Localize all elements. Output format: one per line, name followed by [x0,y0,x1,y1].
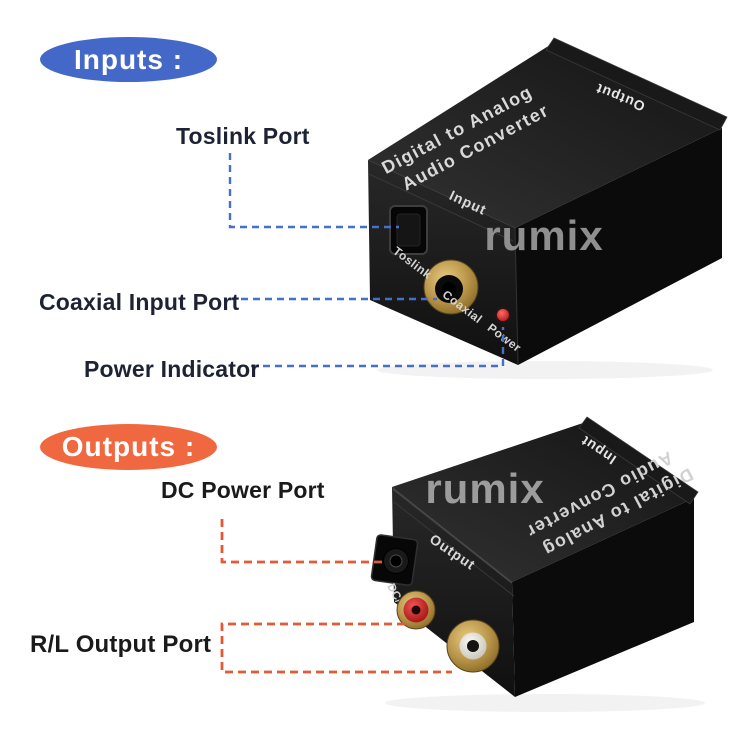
toslink-callout-line [228,153,399,229]
power-indicator-callout-label: Power Indicator [84,356,260,382]
device-shadow [385,694,705,712]
coaxial-input-callout-label: Coaxial Input Port [39,289,240,315]
watermark-top: rumix [484,212,603,259]
dc-callout-line [220,519,382,564]
power-callout-line [251,327,505,368]
corner-bevel [514,227,519,366]
rca-white-port [446,619,500,673]
inputs-badge: Inputs : [40,37,217,82]
toslink-port-callout-label: Toslink Port [176,123,310,149]
dc-power-port [370,534,419,586]
rl-callout-bracket [220,622,452,674]
rl-output-callout-label: R/L Output Port [30,631,212,658]
device-right-face [515,128,722,365]
input-callout-lines [228,153,505,368]
device-rear-edge-bar [578,416,699,505]
device-front-view: Digital to AnalogAudio Converter Output … [368,37,728,379]
toslink-port [389,205,428,255]
device-rear-edge-bar [545,37,728,131]
dc-power-callout-label: DC Power Port [161,477,325,503]
watermark-bottom: rumix [425,465,544,512]
outputs-badge: Outputs : [40,424,217,470]
device-right-face [512,498,694,697]
device-top-face [368,45,722,228]
power-led [494,306,512,324]
output-callout-lines [220,519,452,674]
device-shadow [377,361,713,379]
front-lip [392,488,513,584]
case-seam [393,501,515,597]
case-seam [368,173,514,242]
coaxial-port [423,259,479,315]
device-top-face [392,423,694,582]
device-rear-view: Digital to AnalogAudio Converter Input O… [370,416,705,712]
rca-red-port [396,590,436,630]
